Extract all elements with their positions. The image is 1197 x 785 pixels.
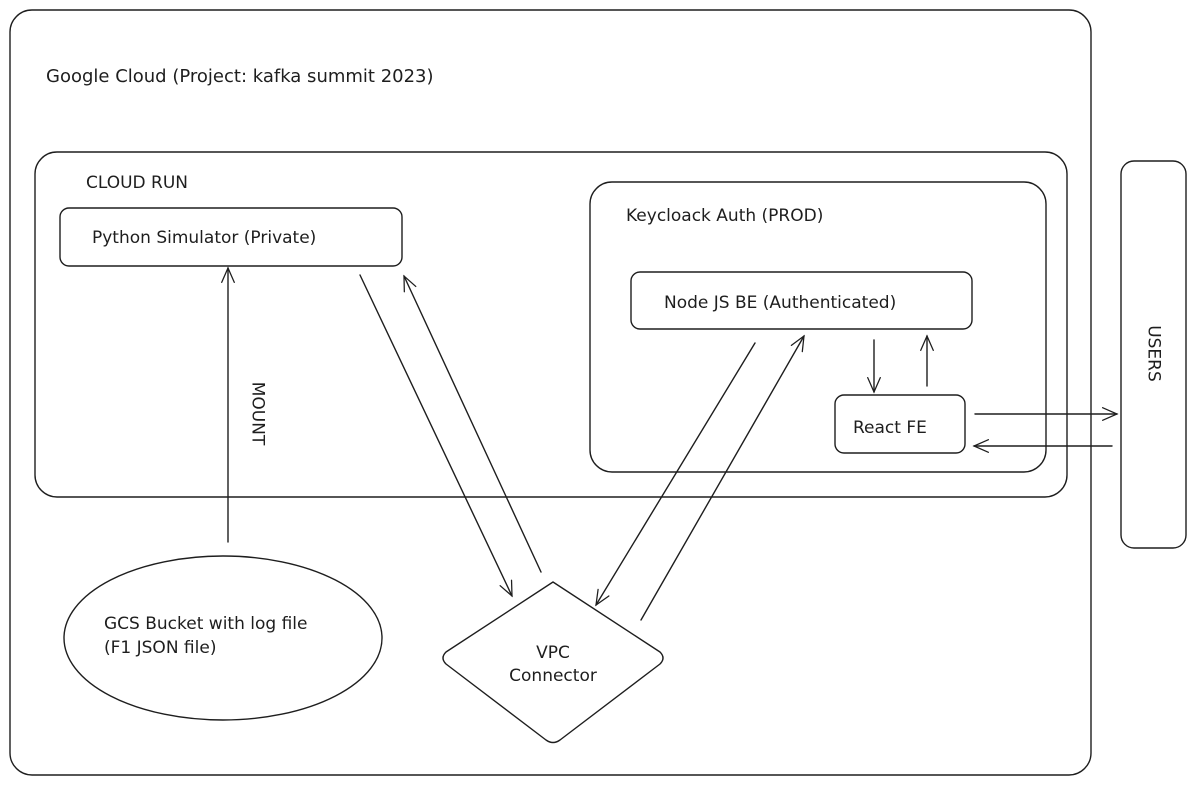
users-box[interactable]: [1120, 160, 1187, 549]
users-label: USERS: [1143, 325, 1164, 382]
arrow-vpc-to-be: [640, 334, 805, 621]
gcs-line2: (F1 JSON file): [104, 638, 217, 658]
arrow-sim-to-vpc: [359, 274, 513, 598]
react-fe-box[interactable]: [834, 394, 966, 454]
gcp-title: Google Cloud (Project: kafka summit 2023…: [46, 66, 434, 87]
vpc-line2: Connector: [509, 666, 597, 686]
keycloak-title: Keycloack Auth (PROD): [626, 206, 824, 226]
keycloak-frame: [589, 181, 1047, 473]
vpc-line1: VPC: [536, 643, 570, 663]
arrow-vpc-to-sim: [403, 274, 542, 573]
vpc-connector-diamond[interactable]: [442, 581, 664, 744]
python-simulator-box[interactable]: [59, 207, 403, 267]
arrow-be-to-vpc: [595, 342, 756, 607]
mount-label: MOUNT: [247, 381, 268, 446]
python-simulator-label: Python Simulator (Private): [92, 228, 317, 248]
cloud-run-title: CLOUD RUN: [86, 173, 189, 193]
react-fe-label: React FE: [853, 418, 927, 438]
node-be-label: Node JS BE (Authenticated): [664, 293, 897, 313]
gcs-bucket-ellipse[interactable]: [63, 555, 383, 721]
gcp-frame: [9, 9, 1092, 776]
cloud-run-frame: [34, 151, 1068, 498]
node-be-box[interactable]: [630, 271, 973, 330]
gcs-line1: GCS Bucket with log file: [104, 614, 308, 634]
